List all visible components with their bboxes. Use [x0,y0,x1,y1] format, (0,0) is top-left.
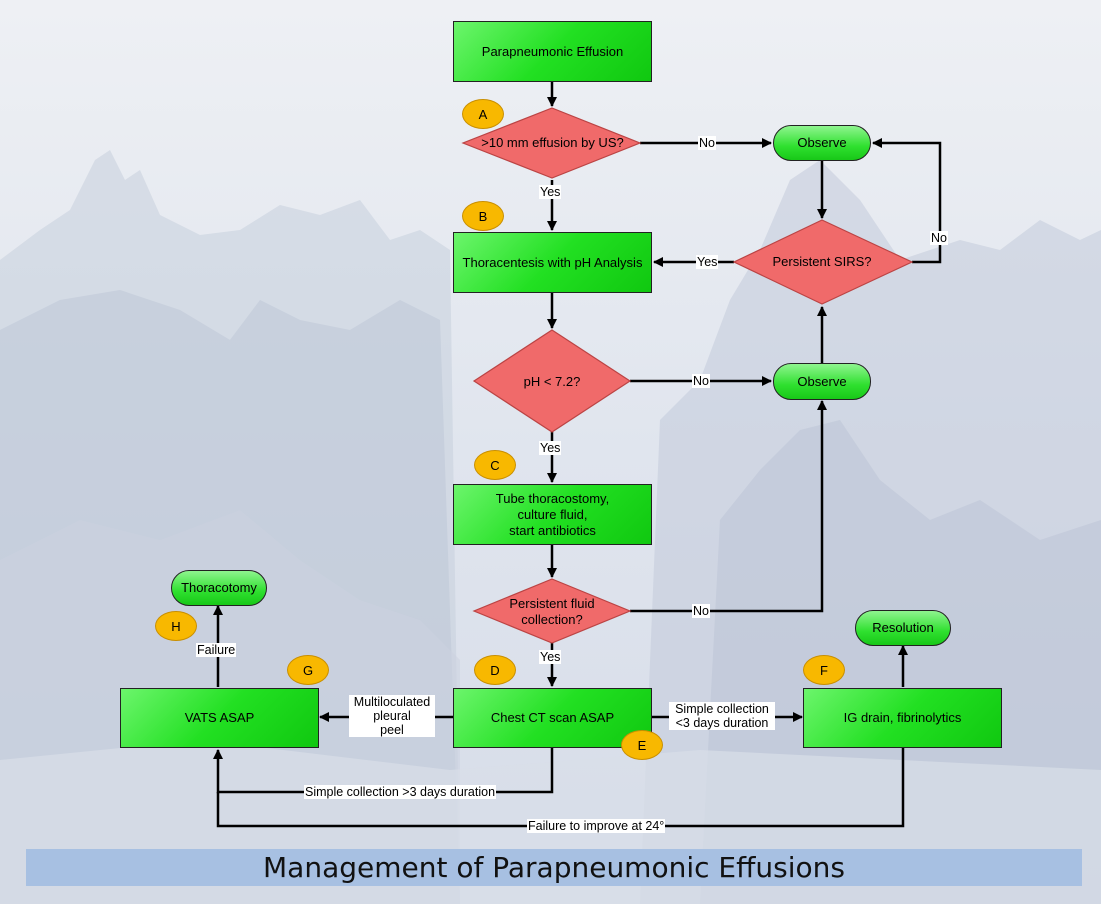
tube-thoracostomy-box: Tube thoracostomy, culture fluid, start … [453,484,652,545]
decision-sirs-shape [732,219,914,305]
thoracentesis-box: Thoracentesis with pH Analysis [453,232,652,293]
badge-h: H [155,611,197,641]
tube-thoracostomy-label: Tube thoracostomy, culture fluid, start … [495,490,610,538]
ig-drain-label: IG drain, fibrinolytics [843,710,962,725]
persistent-sirs-label: Persistent SIRS? [772,254,872,269]
badge-c: C [474,450,516,480]
observe-top-pill: Observe [773,125,871,161]
observe-mid-pill: Observe [773,363,871,400]
ph-check-label: pH < 7.2? [523,374,581,389]
badge-b: B [462,201,504,231]
badge-c-label: C [490,457,500,473]
badge-e-label: E [637,737,647,753]
vats-label: VATS ASAP [184,710,255,725]
decision-us-text: >10 mm effusion by US? [480,125,625,161]
badge-g-label: G [302,662,314,678]
edge-label-simple-lt3: Simple collection <3 days duration [669,702,775,730]
effusion-by-us-label: >10 mm effusion by US? [481,135,624,150]
thoracentesis-label: Thoracentesis with pH Analysis [462,254,643,270]
decision-fluid-shape [472,578,632,644]
chest-ct-box: Chest CT scan ASAP [453,688,652,748]
edge-label-failure: Failure [196,643,237,657]
chest-ct-label: Chest CT scan ASAP [490,710,615,725]
decision-sirs-text: Persistent SIRS? [752,252,892,272]
decision-us-shape [461,107,642,179]
badge-g: G [287,655,329,685]
ig-drain-box: IG drain, fibrinolytics [803,688,1002,748]
edge-sirs-no [872,138,942,264]
edge-label-yes-fluid: Yes [539,650,562,664]
edge-label-no-sirs: No [930,231,948,245]
badge-e: E [621,730,663,760]
thoracotomy-pill: Thoracotomy [171,570,267,606]
badge-h-label: H [171,618,181,634]
persistent-fluid-label: Persistent fluid collection? [509,596,595,627]
badge-f: F [803,655,845,685]
observe-mid-label: Observe [797,373,847,389]
badge-a: A [462,99,504,129]
edge-label-no-fluid: No [692,604,710,618]
thoracotomy-label: Thoracotomy [181,580,257,595]
observe-top-label: Observe [797,135,847,150]
edge-label-yes-ph: Yes [539,441,562,455]
edge-label-yes-us: Yes [539,185,562,199]
badge-b-label: B [478,208,488,224]
edge-label-failure-improve: Failure to improve at 24° [527,819,666,833]
vats-box: VATS ASAP [120,688,319,748]
decision-ph-shape [472,329,632,433]
parapneumonic-effusion-label: Parapneumonic Effusion [481,43,624,59]
decision-fluid-text: Persistent fluid collection? [492,595,612,629]
edge-label-multiloculated: Multiloculated pleural peel [349,695,435,737]
edge-label-simple-gt3: Simple collection >3 days duration [304,785,497,799]
resolution-label: Resolution [872,620,934,635]
page-title: Management of Parapneumonic Effusions [263,851,845,884]
edge-label-yes-sirs: Yes [696,255,719,269]
page-title-bar: Management of Parapneumonic Effusions [26,849,1082,886]
edge-label-no-us: No [698,136,716,150]
badge-d: D [474,655,516,685]
resolution-pill: Resolution [855,610,951,646]
badge-a-label: A [478,106,488,122]
edge-fluid-no [630,400,827,613]
edge-label-no-ph: No [692,374,710,388]
parapneumonic-effusion-box: Parapneumonic Effusion [453,21,652,82]
badge-f-label: F [820,662,828,678]
decision-ph-text: pH < 7.2? [492,372,612,392]
badge-d-label: D [490,662,500,678]
